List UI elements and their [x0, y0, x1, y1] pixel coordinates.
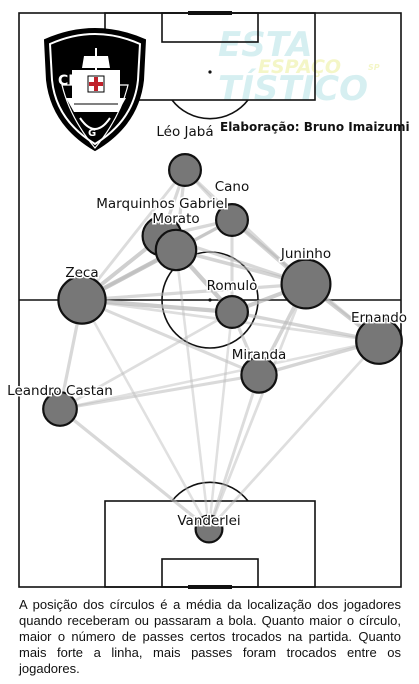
watermark-line1: ESTA	[218, 25, 313, 65]
player-label-juninho: Juninho	[280, 246, 331, 262]
club-crest-icon: CR G	[43, 28, 147, 152]
player-label-leo-jaba: Léo Jabá	[156, 124, 213, 140]
pass-edge-romulo-ernando	[230, 310, 381, 343]
pass-edge-miranda-leandro-castan	[58, 373, 261, 411]
pass-edge-leandro-castan-romulo	[58, 310, 234, 411]
player-node-ernando	[355, 317, 403, 365]
player-label-romulo: Romulo	[207, 278, 258, 294]
pass-edge-zeca-romulo	[79, 297, 235, 315]
svg-text:CR: CR	[58, 73, 79, 89]
player-node-cano	[215, 203, 250, 238]
watermark-line3: TÍSTICO	[218, 68, 368, 109]
player-label-zeca: Zeca	[65, 265, 98, 281]
pass-edge-juninho-vanderlei	[207, 282, 308, 531]
pass-edge-vanderlei-romulo	[207, 310, 234, 531]
pass-edge-zeca-juninho	[80, 282, 308, 302]
bottom-penalty-arc	[171, 481, 249, 502]
player-node-morato	[154, 228, 198, 272]
player-node-zeca	[57, 275, 107, 325]
player-node-juninho	[280, 258, 332, 310]
player-label-leandro-castan: Leandro Castan	[7, 383, 113, 399]
centre-spot	[208, 298, 212, 302]
top-penalty-arc	[171, 99, 249, 120]
player-nodes	[42, 153, 403, 544]
player-node-leandro-castan	[42, 391, 78, 427]
player-node-leo-jaba	[168, 153, 203, 188]
player-label-marquinhos-gabriel: Marquinhos Gabriel	[96, 196, 227, 212]
pass-edge-ernando-vanderlei	[207, 339, 381, 531]
watermark-line2: ESPAÇO	[258, 56, 341, 78]
player-node-miranda	[240, 356, 278, 394]
credit-text: Elaboração: Bruno Imaizumi	[220, 120, 410, 134]
pass-edge-zeca-leo-jaba	[80, 168, 187, 302]
watermark: ESTA ESPAÇO SP TÍSTICO	[218, 25, 380, 109]
pass-edge-miranda-vanderlei	[207, 373, 261, 531]
player-node-vanderlei	[194, 514, 224, 544]
caption: A posição dos círculos é a média da loca…	[19, 597, 401, 676]
pass-edge-vanderlei-morato	[174, 248, 211, 531]
pass-edge-leandro-castan-vanderlei	[58, 407, 211, 531]
pass-edge-zeca-miranda	[80, 298, 261, 377]
player-label-morato: Morato	[152, 211, 199, 227]
pitch: ESTA ESPAÇO SP TÍSTICO CR G	[6, 11, 410, 589]
svg-text:G: G	[88, 128, 96, 139]
pass-edge-ernando-leandro-castan	[58, 339, 381, 411]
player-label-cano: Cano	[215, 179, 250, 195]
watermark-small: SP	[368, 63, 380, 72]
player-label-ernando: Ernando	[351, 310, 407, 326]
player-label-vanderlei: Vanderlei	[177, 513, 240, 529]
pass-edge-zeca-vanderlei	[80, 298, 211, 531]
player-node-romulo	[215, 295, 250, 330]
bottom-goal-area	[161, 558, 259, 588]
player-label-miranda: Miranda	[232, 347, 287, 363]
top-penalty-spot	[208, 70, 212, 74]
